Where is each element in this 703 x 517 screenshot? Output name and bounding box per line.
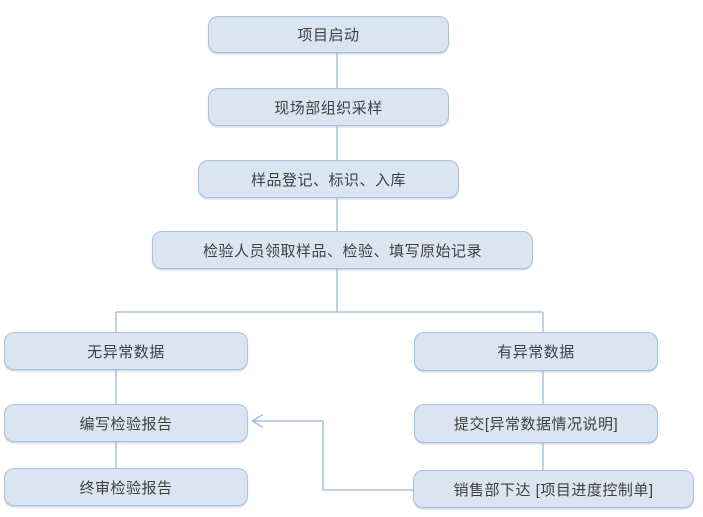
flow-node-write-report: 编写检验报告 [4, 404, 248, 442]
flow-node-project-start: 项目启动 [208, 16, 449, 53]
flow-node-inspection-record: 检验人员领取样品、检验、填写原始记录 [152, 231, 533, 269]
flow-node-final-review: 终审检验报告 [4, 468, 248, 506]
flow-node-sample-registration: 样品登记、标识、入库 [198, 160, 459, 198]
flow-node-field-sampling: 现场部组织采样 [208, 88, 449, 126]
arrowhead-left-chevron [251, 413, 264, 429]
flow-node-sales-control-sheet: 销售部下达 [项目进度控制单] [413, 470, 694, 508]
flow-node-submit-explanation: 提交[异常数据情况说明] [414, 404, 658, 443]
flow-node-no-abnormal-data: 无异常数据 [4, 332, 248, 370]
connector-branch-split [115, 269, 544, 332]
flow-node-abnormal-data: 有异常数据 [414, 332, 658, 371]
connector-sales-to-write-feedback [253, 420, 413, 491]
